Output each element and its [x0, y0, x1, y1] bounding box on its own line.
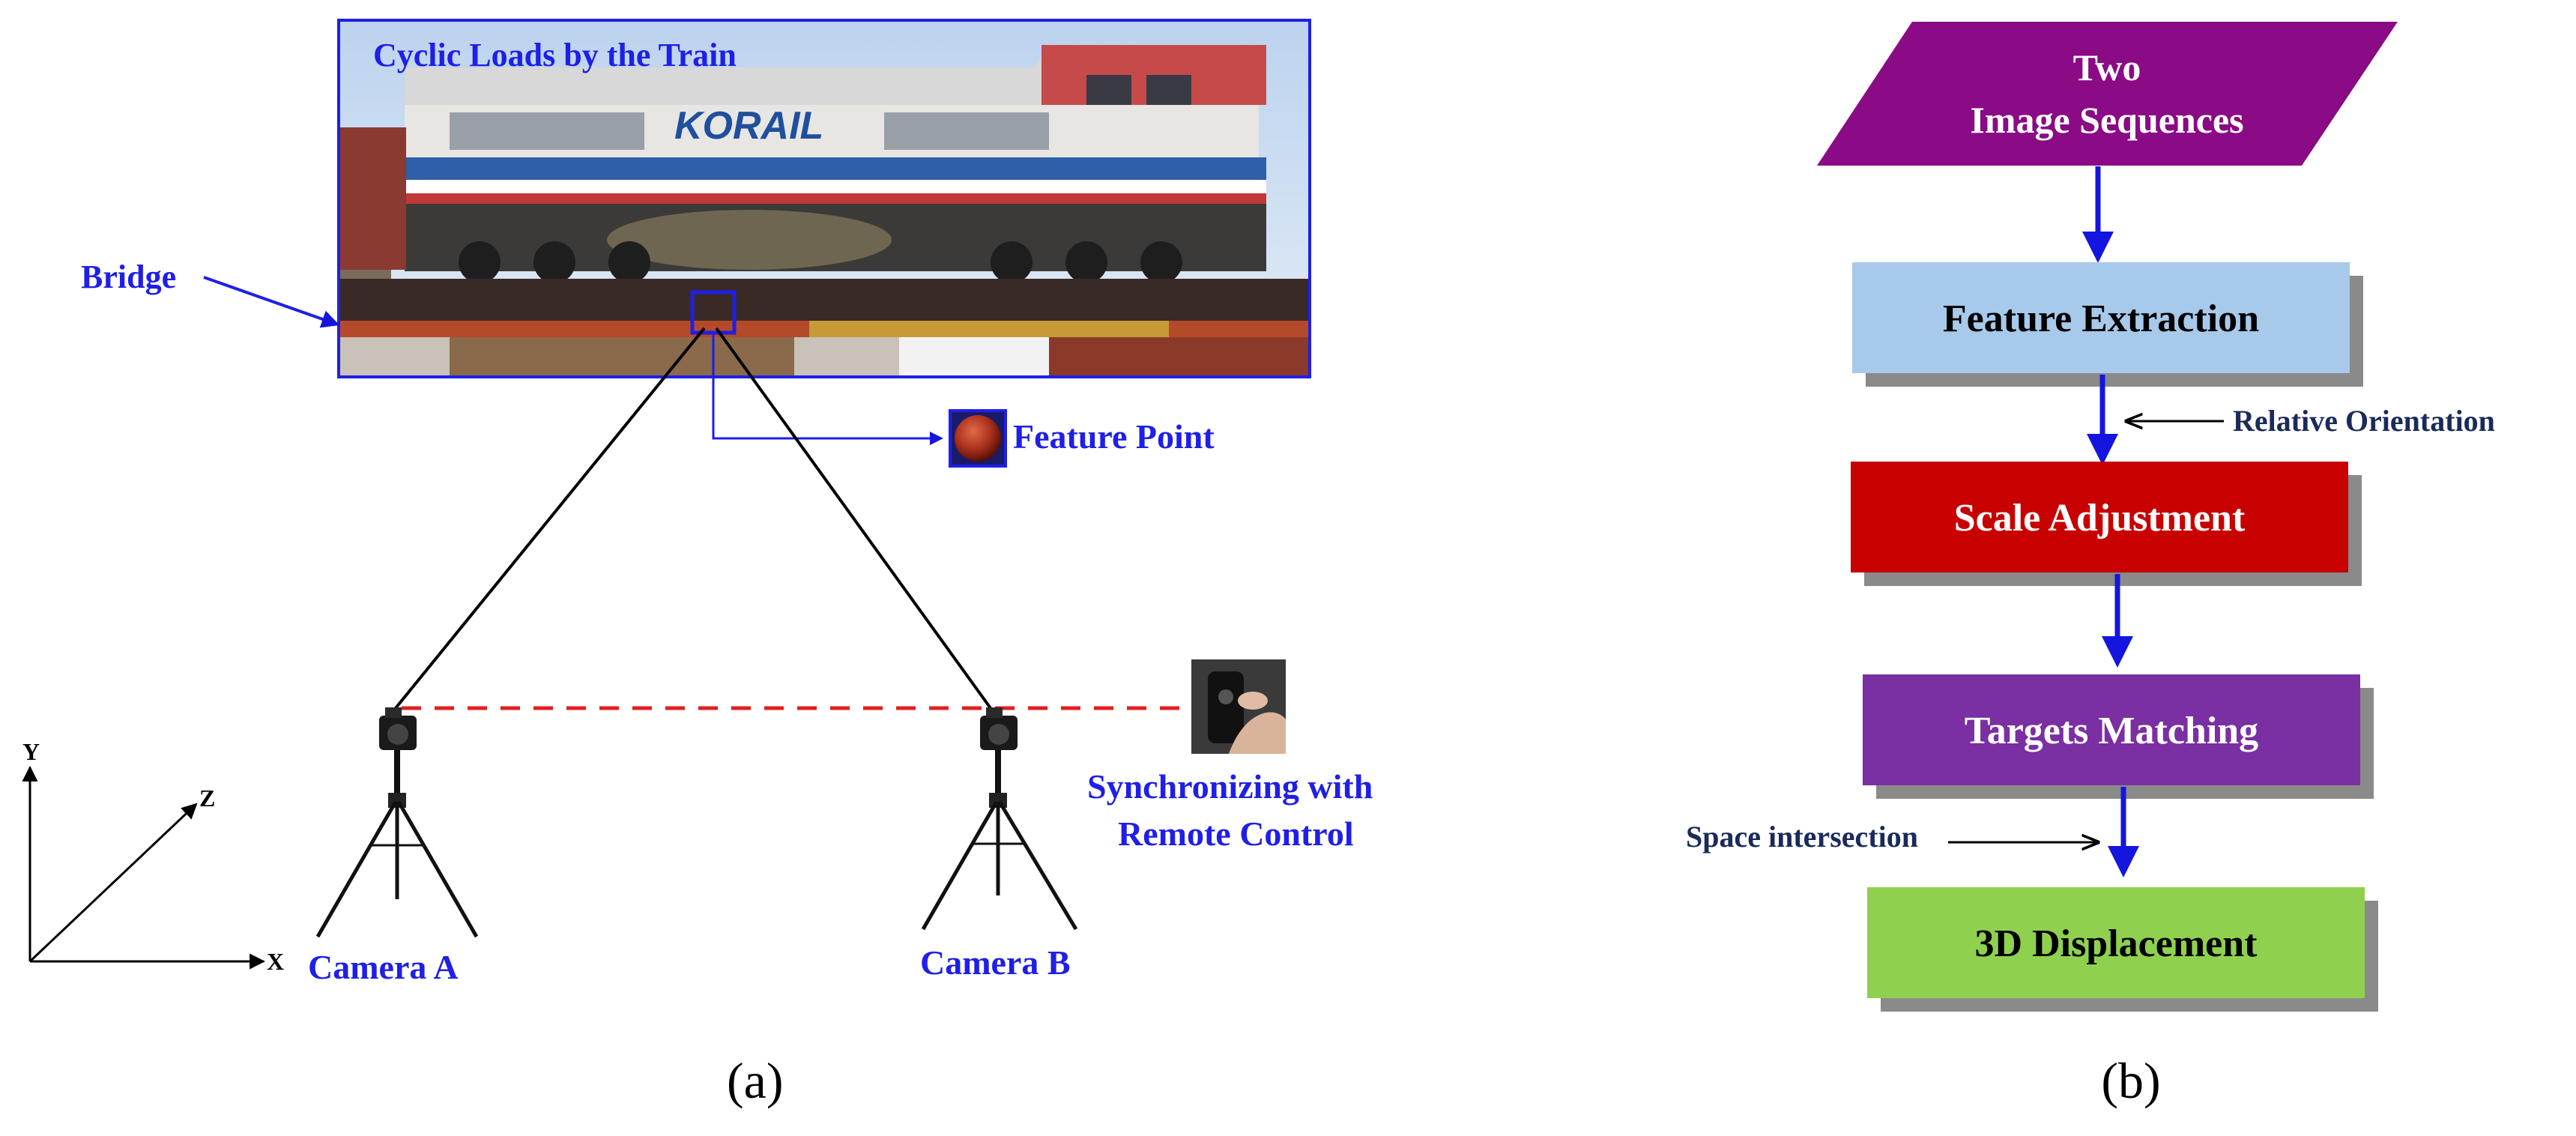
- input-label-line1: Two: [2073, 46, 2141, 88]
- train-logo: KORAIL: [674, 104, 823, 148]
- panel-b-label: (b): [2101, 1052, 2160, 1109]
- train-photo: KORAIL: [337, 19, 1311, 378]
- feature-point-sphere: [955, 415, 1001, 462]
- space-intersection-note: Space intersection: [1686, 820, 1918, 853]
- bridge-girder: [339, 279, 1310, 321]
- camera-a-label: Camera A: [308, 948, 459, 986]
- camera-b-icon: [921, 707, 1078, 931]
- relative-orientation-note: Relative Orientation: [2233, 404, 2495, 438]
- targets-matching-box: [1863, 674, 2360, 785]
- sight-line-camera-b: [715, 327, 992, 710]
- scale-adjustment-box: [1851, 462, 2348, 572]
- axis-x-label: X: [267, 948, 284, 975]
- displacement-box: [1867, 887, 2365, 998]
- remote-control-icon: [1191, 659, 1286, 754]
- sight-line-camera-a: [394, 327, 706, 710]
- photo-caption: Cyclic Loads by the Train: [373, 37, 737, 73]
- sync-label-line1: Synchronizing with: [1087, 767, 1373, 806]
- input-label-line2: Image Sequences: [1970, 99, 2243, 141]
- feature-extraction-label: Feature Extraction: [1943, 297, 2259, 340]
- feature-point-label: Feature Point: [1013, 417, 1215, 456]
- bridge-pointer-arrow: [203, 276, 340, 328]
- targets-matching-label: Targets Matching: [1965, 710, 2258, 752]
- panel-b: Two Image Sequences Feature Extraction R…: [1686, 22, 2495, 1109]
- camera-b-label: Camera B: [920, 943, 1071, 982]
- axis-y-label: Y: [22, 738, 40, 765]
- scale-adjustment-label: Scale Adjustment: [1954, 497, 2246, 540]
- axis-z-label: Z: [199, 785, 215, 812]
- coordinate-axes: [22, 765, 266, 970]
- feature-extraction-box: [1852, 262, 2350, 373]
- sync-label-line2: Remote Control: [1118, 815, 1354, 853]
- input-parallelogram: [1817, 22, 2398, 166]
- panel-a: KORAIL: [22, 19, 1373, 1109]
- feature-point-connector: [712, 333, 943, 445]
- camera-a-icon: [315, 707, 479, 938]
- bridge-label: Bridge: [81, 259, 176, 295]
- panel-a-label: (a): [727, 1052, 783, 1109]
- displacement-label: 3D Displacement: [1975, 922, 2258, 965]
- photo-frame: [337, 19, 1311, 378]
